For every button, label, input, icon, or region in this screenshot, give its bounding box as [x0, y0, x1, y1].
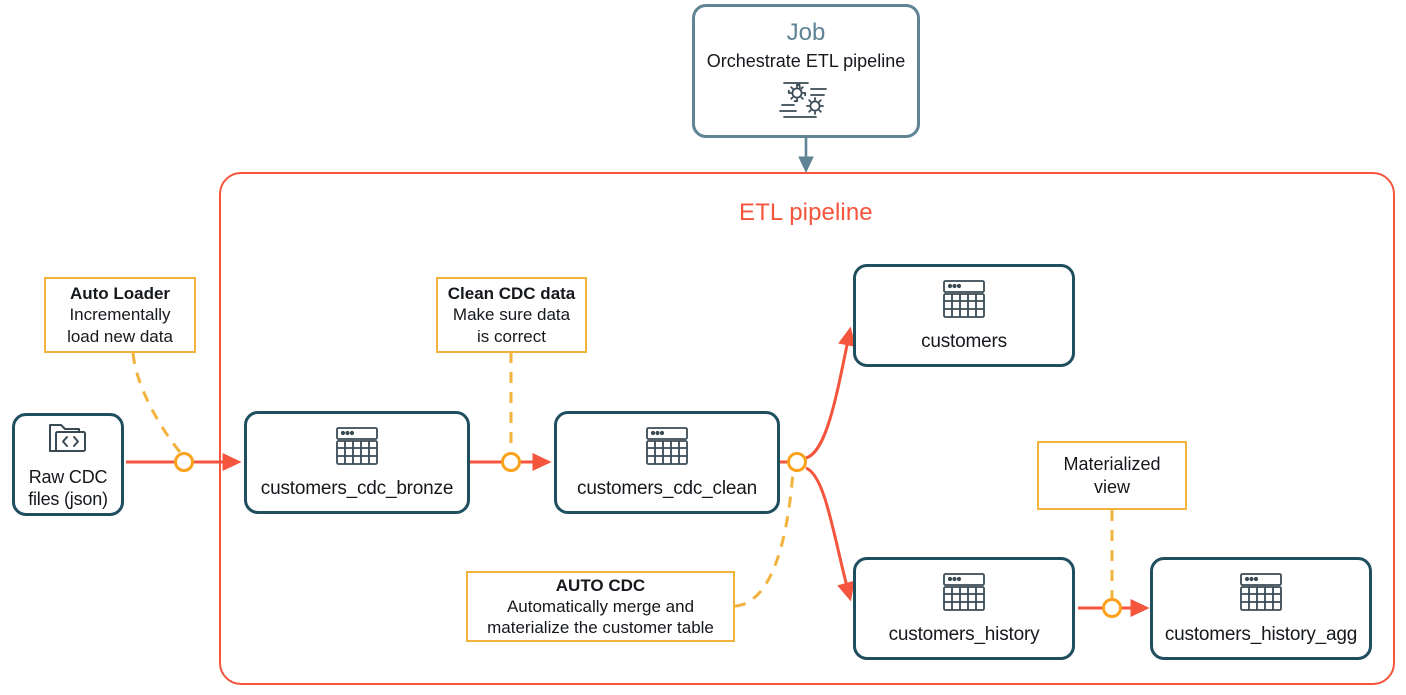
etl-pipeline-container	[219, 172, 1395, 685]
note-auto-loader: Auto Loader Incrementally load new data	[44, 277, 196, 353]
table-icon	[941, 278, 987, 325]
node-label: customers_cdc_bronze	[260, 477, 454, 499]
note-title: Auto Loader	[69, 284, 171, 304]
folder-code-icon	[46, 418, 90, 461]
node-customers-history-agg[interactable]: customers_history_agg	[1150, 557, 1372, 660]
annotation-leader-auto-loader	[131, 352, 182, 453]
etl-pipeline-title: ETL pipeline	[739, 199, 873, 226]
node-customers-history[interactable]: customers_history	[853, 557, 1075, 660]
note-body: Materialized view	[1063, 454, 1161, 497]
gears-workflow-icon	[778, 78, 834, 125]
node-label: customers	[921, 330, 1007, 352]
job-title: Job	[786, 19, 826, 46]
node-label: customers_history	[888, 623, 1040, 645]
node-customers[interactable]: customers	[853, 264, 1075, 367]
note-title: AUTO CDC	[555, 575, 646, 595]
note-auto-cdc: AUTO CDC Automatically merge and materia…	[466, 571, 735, 642]
note-title: Clean CDC data	[447, 284, 576, 304]
table-icon	[334, 425, 380, 472]
note-body: Make sure data is correct	[452, 305, 571, 346]
junction-circle-auto-loader	[174, 452, 194, 472]
node-raw-cdc-files[interactable]: Raw CDC files (json)	[12, 413, 124, 516]
note-body: Automatically merge and materialize the …	[487, 596, 714, 638]
note-materialized-view: Materialized view	[1037, 441, 1187, 510]
job-box[interactable]: Job Orchestrate ETL pipeline	[692, 4, 920, 138]
table-icon	[644, 425, 690, 472]
table-icon	[941, 571, 987, 618]
node-customers-cdc-bronze[interactable]: customers_cdc_bronze	[244, 411, 470, 514]
node-label: Raw CDC files (json)	[28, 467, 108, 509]
node-label: customers_cdc_clean	[577, 477, 757, 499]
job-subtitle: Orchestrate ETL pipeline	[706, 50, 906, 71]
node-customers-cdc-clean[interactable]: customers_cdc_clean	[554, 411, 780, 514]
note-body: Incrementally load new data	[67, 305, 173, 346]
node-label: customers_history_agg	[1164, 623, 1358, 645]
note-clean-cdc-data: Clean CDC data Make sure data is correct	[436, 277, 587, 353]
table-icon	[1238, 571, 1284, 618]
